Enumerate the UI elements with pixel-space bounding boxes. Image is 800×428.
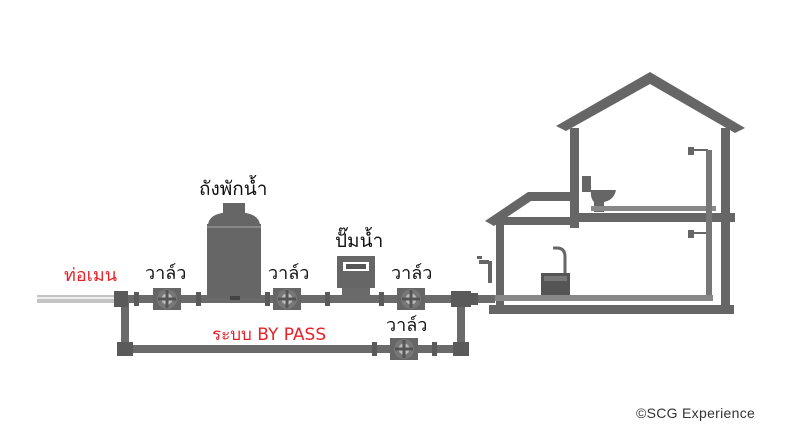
tank-label: ถังพักน้ำ [199, 178, 268, 200]
bypass-line [121, 345, 465, 353]
main-pipe-label: ท่อเมน [64, 265, 117, 286]
house-upper-floor [570, 213, 735, 222]
house-fixtures [477, 147, 716, 299]
main-line [115, 295, 495, 303]
upper-floor-pipe [591, 206, 716, 211]
valve-1-icon [153, 288, 181, 310]
valve-bypass-label: วาล์ว [386, 315, 428, 336]
pump-label: ปั๊มน้ำ [335, 230, 384, 252]
pipe-network [37, 291, 713, 356]
house-feed-line [495, 295, 713, 301]
valve-3-icon [397, 288, 425, 310]
riser-pipe [706, 150, 712, 298]
house-lower-wall-right [721, 218, 730, 313]
house-upper-wall-right [721, 128, 730, 233]
valve-1-label: วาล์ว [145, 263, 187, 284]
bypass-drop-right [457, 300, 465, 352]
water-pump [337, 256, 375, 300]
shower-lower-icon [688, 230, 708, 245]
bypass-label: ระบบ BY PASS [212, 325, 327, 345]
valve-2-label: วาล์ว [268, 263, 310, 284]
valve-2-icon [273, 288, 301, 310]
shower-upper-icon [688, 147, 708, 160]
bypass-drop-left [121, 300, 129, 352]
copyright-credit: ©SCG Experience [636, 405, 756, 421]
house-lower-floor [496, 217, 578, 225]
house-ground [489, 305, 734, 314]
house-lower-roof [485, 192, 578, 226]
house-upper-roof [556, 72, 745, 133]
house [485, 72, 745, 314]
outdoor-faucet-icon [477, 256, 492, 283]
water-tank [207, 203, 261, 300]
sink-icon [541, 246, 570, 299]
house-lower-wall-left [496, 218, 504, 313]
house-upper-wall-left [570, 128, 579, 228]
valve-3-label: วาล์ว [391, 263, 433, 284]
valve-bypass-icon [390, 338, 418, 360]
